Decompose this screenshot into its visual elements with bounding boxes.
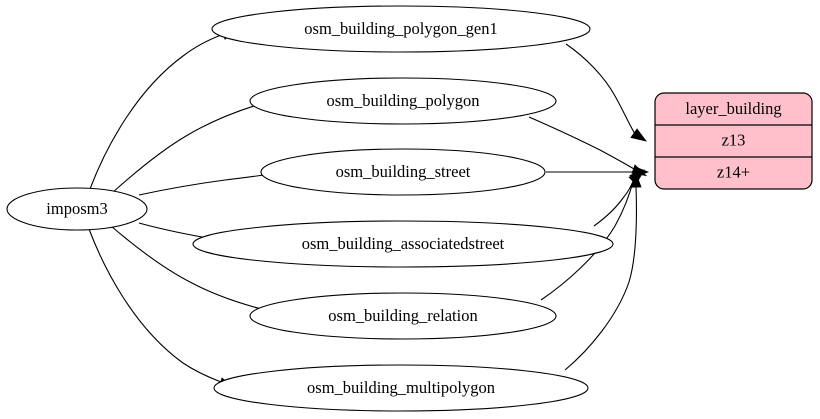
edge-path bbox=[593, 175, 636, 227]
edge-path bbox=[89, 33, 225, 190]
edge-path bbox=[564, 186, 637, 371]
node-shape bbox=[249, 292, 557, 340]
edge-path bbox=[565, 43, 636, 135]
node-shape bbox=[249, 77, 557, 125]
node-osm_building_street[interactable]: osm_building_street bbox=[260, 148, 546, 196]
node-osm_building_multipolygon[interactable]: osm_building_multipolygon bbox=[213, 364, 589, 412]
node-osm_building_relation[interactable]: osm_building_relation bbox=[249, 292, 557, 340]
node-label: osm_building_polygon bbox=[326, 91, 479, 110]
record-row-title: layer_building bbox=[685, 99, 781, 118]
node-shape bbox=[213, 364, 589, 412]
edge-osm_building_polygon-to-z14plus[interactable] bbox=[528, 116, 648, 177]
node-osm_building_polygon[interactable]: osm_building_polygon bbox=[249, 77, 557, 125]
node-osm_building_associatedstreet[interactable]: osm_building_associatedstreet bbox=[192, 220, 614, 268]
node-shape bbox=[192, 220, 614, 268]
edge-osm_building_polygon_gen1-to-z13[interactable] bbox=[565, 43, 647, 142]
node-shape bbox=[211, 5, 591, 53]
edge-path bbox=[88, 228, 222, 383]
edge-path bbox=[528, 116, 635, 170]
node-label: osm_building_street bbox=[336, 162, 471, 181]
edge-path bbox=[540, 177, 635, 301]
arrow-head-icon bbox=[630, 172, 642, 188]
node-label: imposm3 bbox=[46, 199, 107, 218]
arrow-head-icon bbox=[630, 128, 647, 142]
edge-group-tables-to-layer bbox=[528, 43, 650, 371]
edge-osm_building_multipolygon-to-z14plus[interactable] bbox=[564, 172, 642, 371]
node-imposm3[interactable]: imposm3 bbox=[6, 187, 148, 231]
node-shape bbox=[6, 187, 148, 231]
edge-path bbox=[138, 173, 272, 196]
node-label: osm_building_polygon_gen1 bbox=[304, 19, 497, 38]
edge-path bbox=[110, 225, 270, 312]
record-box-shape bbox=[654, 92, 813, 190]
edge-imposm3-to-osm_building_polygon_gen1[interactable] bbox=[89, 28, 238, 190]
node-layer_building[interactable]: layer_building z13 z14+ bbox=[654, 92, 813, 190]
node-shape bbox=[260, 148, 546, 196]
node-osm_building_polygon_gen1[interactable]: osm_building_polygon_gen1 bbox=[211, 5, 591, 53]
record-row-z13: z13 bbox=[722, 130, 746, 149]
edge-path bbox=[111, 98, 279, 194]
node-label: osm_building_associatedstreet bbox=[302, 234, 505, 253]
record-row-z14plus: z14+ bbox=[717, 162, 750, 181]
node-label: osm_building_relation bbox=[328, 306, 477, 325]
node-label: osm_building_multipolygon bbox=[307, 378, 495, 397]
